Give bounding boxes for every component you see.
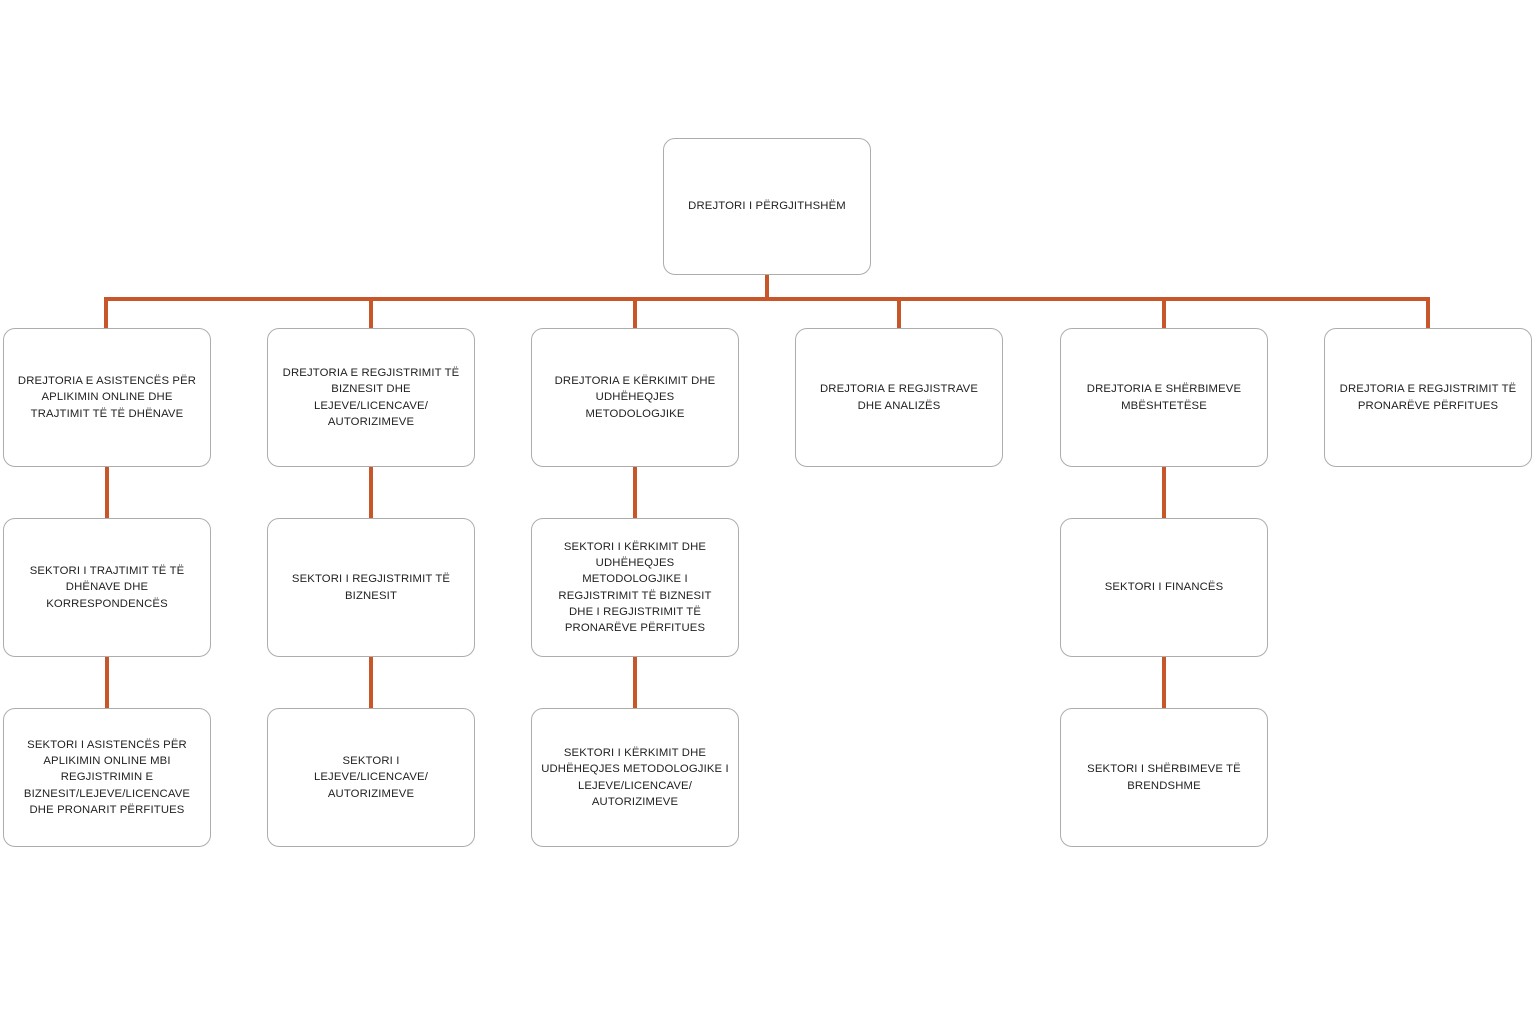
connector-branch-3-level2-to-level3: [633, 656, 637, 709]
node-branch-1-level-2[interactable]: SEKTORI I TRAJTIMIT TË TË DHËNAVE DHE KO…: [3, 518, 211, 657]
node-label: SEKTORI I FINANCËS: [1104, 581, 1224, 594]
node-branch-3-level-3[interactable]: SEKTORI I KËRKIMIT DHE UDHËHEQJES METODO…: [531, 708, 739, 847]
node-label: DREJTORI I PËRGJITHSHËM: [688, 200, 846, 213]
node-label: SEKTORI I LEJEVE/LICENCAVE/ AUTORIZIMEVE: [313, 755, 429, 800]
node-branch-5-level-2[interactable]: SEKTORI I FINANCËS: [1060, 518, 1268, 657]
node-branch-1-level-1[interactable]: DREJTORIA E ASISTENCËS PËR APLIKIMIN ONL…: [3, 328, 211, 467]
node-branch-5-level-1[interactable]: DREJTORIA E SHËRBIMEVE MBËSHTETËSE: [1060, 328, 1268, 467]
connector-bus-to-branch-2: [369, 297, 373, 328]
connector-bus-to-branch-1: [104, 297, 108, 328]
connector-bus-to-branch-3: [633, 297, 637, 328]
connector-horizontal-bus: [104, 297, 1430, 301]
connector-bus-to-branch-4: [897, 297, 901, 328]
connector-branch-1-level1-to-level2: [105, 466, 109, 518]
node-label: SEKTORI I TRAJTIMIT TË TË DHËNAVE DHE KO…: [29, 565, 185, 610]
node-label: DREJTORIA E KËRKIMIT DHE UDHËHEQJES METO…: [554, 375, 716, 420]
connector-root-trunk: [765, 274, 769, 301]
node-branch-3-level-1[interactable]: DREJTORIA E KËRKIMIT DHE UDHËHEQJES METO…: [531, 328, 739, 467]
connector-branch-1-level2-to-level3: [105, 656, 109, 709]
node-branch-1-level-3[interactable]: SEKTORI I ASISTENCËS PËR APLIKIMIN ONLIN…: [3, 708, 211, 847]
connector-branch-3-level1-to-level2: [633, 466, 637, 518]
node-branch-6-level-1[interactable]: DREJTORIA E REGJISTRIMIT TË PRONARËVE PË…: [1324, 328, 1532, 467]
node-label: SEKTORI I ASISTENCËS PËR APLIKIMIN ONLIN…: [23, 739, 191, 816]
connector-branch-2-level1-to-level2: [369, 466, 373, 518]
node-label: DREJTORIA E REGJISTRAVE DHE ANALIZËS: [819, 383, 979, 412]
node-label: DREJTORIA E REGJISTRIMIT TË PRONARËVE PË…: [1339, 383, 1517, 412]
node-branch-3-level-2[interactable]: SEKTORI I KËRKIMIT DHE UDHËHEQJES METODO…: [531, 518, 739, 657]
node-root-drejtori-i-pergjithshem[interactable]: DREJTORI I PËRGJITHSHËM: [663, 138, 871, 275]
node-branch-5-level-3[interactable]: SEKTORI I SHËRBIMEVE TË BRENDSHME: [1060, 708, 1268, 847]
node-branch-4-level-1[interactable]: DREJTORIA E REGJISTRAVE DHE ANALIZËS: [795, 328, 1003, 467]
connector-branch-5-level2-to-level3: [1162, 656, 1166, 709]
node-label: SEKTORI I KËRKIMIT DHE UDHËHEQJES METODO…: [541, 747, 729, 808]
connector-bus-to-branch-5: [1162, 297, 1166, 328]
node-label: SEKTORI I KËRKIMIT DHE UDHËHEQJES METODO…: [558, 541, 712, 634]
connector-branch-5-level1-to-level2: [1162, 466, 1166, 518]
node-label: DREJTORIA E REGJISTRIMIT TË BIZNESIT DHE…: [282, 367, 460, 428]
node-label: SEKTORI I SHËRBIMEVE TË BRENDSHME: [1087, 763, 1241, 792]
node-label: DREJTORIA E ASISTENCËS PËR APLIKIMIN ONL…: [17, 375, 197, 420]
node-label: DREJTORIA E SHËRBIMEVE MBËSHTETËSE: [1086, 383, 1242, 412]
node-branch-2-level-1[interactable]: DREJTORIA E REGJISTRIMIT TË BIZNESIT DHE…: [267, 328, 475, 467]
node-branch-2-level-3[interactable]: SEKTORI I LEJEVE/LICENCAVE/ AUTORIZIMEVE: [267, 708, 475, 847]
node-branch-2-level-2[interactable]: SEKTORI I REGJISTRIMIT TË BIZNESIT: [267, 518, 475, 657]
connector-branch-2-level2-to-level3: [369, 656, 373, 709]
node-label: SEKTORI I REGJISTRIMIT TË BIZNESIT: [291, 573, 451, 602]
connector-bus-to-branch-6: [1426, 297, 1430, 328]
